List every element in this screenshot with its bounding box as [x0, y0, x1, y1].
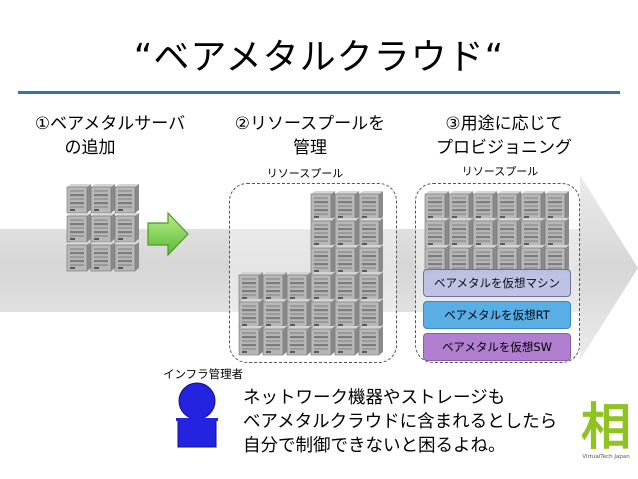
- server-group-3-unit: [424, 218, 449, 248]
- server-group-3-unit: [544, 245, 569, 275]
- add-arrow-icon: [147, 211, 189, 257]
- server-group-1-unit: [66, 184, 91, 214]
- pool-2-label: リソースプール: [266, 167, 344, 180]
- server-group-2-unit: [262, 299, 287, 329]
- server-group-1-unit: [90, 213, 115, 243]
- server-group-2-unit: [358, 272, 383, 302]
- message-line-3: 自分で制御できないと困るよね。: [243, 436, 506, 456]
- company-logo: 相 VirtualTech Japan: [578, 400, 634, 476]
- server-group-2-unit: [334, 218, 359, 248]
- step-2-line-1: ②リソースプールを: [234, 114, 386, 134]
- step-3-heading: ③用途に応じて プロビジョニング: [418, 112, 590, 160]
- server-group-3-unit: [544, 218, 569, 248]
- server-group-2-unit: [262, 272, 287, 302]
- server-group-1-unit: [66, 242, 91, 272]
- server-group-3-unit: [472, 191, 497, 221]
- server-group-3-unit: [520, 191, 545, 221]
- server-group-1-unit: [90, 184, 115, 214]
- server-group-1-unit: [66, 213, 91, 243]
- logo-caption: VirtualTech Japan: [582, 454, 630, 460]
- step-1-line-2: の追加: [64, 138, 116, 158]
- server-group-2-unit: [334, 191, 359, 221]
- server-group-2-unit: [238, 299, 263, 329]
- server-group-1-unit: [114, 242, 139, 272]
- admin-figure-icon: [176, 382, 218, 448]
- step-1-line-1: ①ベアメタルサーバ: [34, 114, 186, 134]
- server-group-3-unit: [448, 191, 473, 221]
- step-3-line-2: プロビジョニング: [436, 138, 572, 158]
- server-group-2-unit: [310, 299, 335, 329]
- server-group-1-unit: [114, 184, 139, 214]
- server-group-2-unit: [358, 245, 383, 275]
- server-group-2-unit: [310, 245, 335, 275]
- server-group-2-unit: [334, 245, 359, 275]
- server-group-2-unit: [238, 272, 263, 302]
- server-group-2-unit: [334, 272, 359, 302]
- server-group-3-unit: [424, 191, 449, 221]
- server-group-2-unit: [358, 326, 383, 356]
- step-3-line-1: ③用途に応じて: [445, 114, 563, 134]
- server-group-2-unit: [310, 272, 335, 302]
- server-group-2-unit: [358, 218, 383, 248]
- server-group-2-unit: [310, 218, 335, 248]
- admin-label: インフラ管理者: [163, 367, 244, 381]
- server-group-3-unit: [496, 191, 521, 221]
- server-group-3-unit: [520, 218, 545, 248]
- server-group-2-unit: [286, 299, 311, 329]
- server-group-1-unit: [114, 213, 139, 243]
- page-title: “ベアメタルクラウド“: [133, 37, 505, 78]
- message-line-1: ネットワーク機器やストレージも: [243, 388, 506, 408]
- server-group-2-unit: [310, 326, 335, 356]
- server-group-2-unit: [358, 191, 383, 221]
- step-2-heading: ②リソースプールを 管理: [212, 112, 408, 160]
- speech-message: ネットワーク機器やストレージも ベアメタルクラウドに含まれるとしたら 自分で制御…: [243, 386, 557, 458]
- step-2-line-2: 管理: [293, 138, 327, 158]
- server-group-3-unit: [544, 191, 569, 221]
- message-line-2: ベアメタルクラウドに含まれるとしたら: [243, 412, 558, 432]
- server-group-3-unit: [424, 245, 449, 275]
- pool-3-label: リソースプール: [461, 165, 539, 178]
- server-group-3-unit: [496, 218, 521, 248]
- server-group-3-unit: [520, 245, 545, 275]
- server-group-2-unit: [238, 326, 263, 356]
- server-group-2-unit: [286, 326, 311, 356]
- server-group-2-unit: [310, 191, 335, 221]
- server-group-3-unit: [448, 218, 473, 248]
- logo-glyph: 相: [581, 397, 631, 456]
- title-underline: [18, 91, 620, 94]
- server-group-2-unit: [334, 299, 359, 329]
- server-group-3-unit: [472, 218, 497, 248]
- server-group-2-unit: [334, 326, 359, 356]
- layer-virtual-machine: ベアメタルを仮想マシン: [423, 269, 571, 297]
- server-group-2-unit: [286, 272, 311, 302]
- server-group-3-unit: [496, 245, 521, 275]
- server-group-2-unit: [262, 326, 287, 356]
- layer-virtual-switch: ベアメタルを仮想SW: [423, 333, 571, 361]
- server-group-1-unit: [90, 242, 115, 272]
- layer-virtual-router: ベアメタルを仮想RT: [423, 301, 571, 329]
- step-1-heading: ①ベアメタルサーバ の追加: [20, 112, 200, 160]
- server-group-2-unit: [358, 299, 383, 329]
